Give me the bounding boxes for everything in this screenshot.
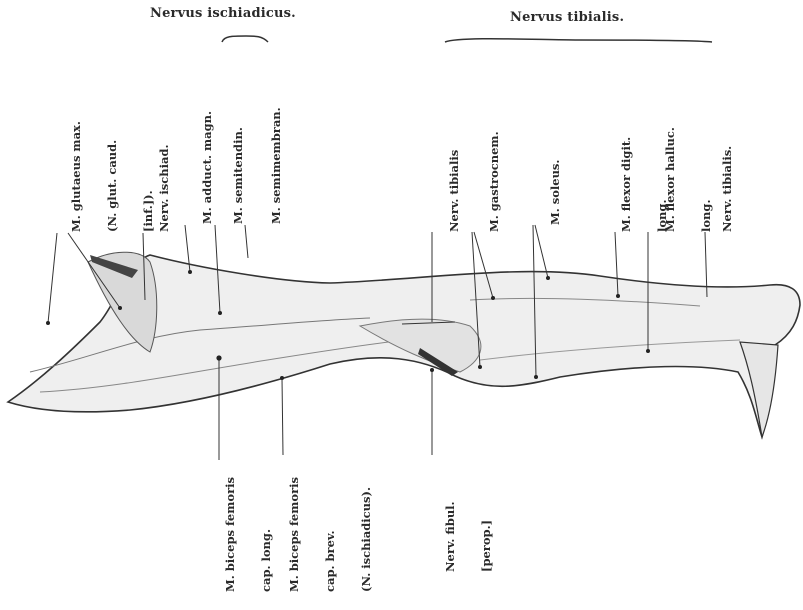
label-nerv-tibialis-2: Nerv. tibialis. bbox=[697, 146, 757, 232]
label-nerv-fibul: Nerv. fibul. [perop.] bbox=[420, 501, 516, 572]
label-biceps-cap-brev: M. biceps femoris cap. brev. (N. ischiad… bbox=[264, 477, 396, 592]
label-soleus: M. soleus. bbox=[525, 160, 585, 225]
label-semimembran: M. semimembran. bbox=[246, 107, 306, 224]
header-nervus-tibialis: Nervus tibialis. bbox=[510, 10, 624, 25]
header-brace-right bbox=[445, 39, 712, 42]
header-nervus-ischiadicus: Nervus ischiadicus. bbox=[150, 6, 296, 21]
header-brace-left bbox=[222, 36, 268, 42]
hoof bbox=[740, 342, 778, 437]
label-gastrocnem: M. gastrocnem. bbox=[464, 131, 524, 232]
